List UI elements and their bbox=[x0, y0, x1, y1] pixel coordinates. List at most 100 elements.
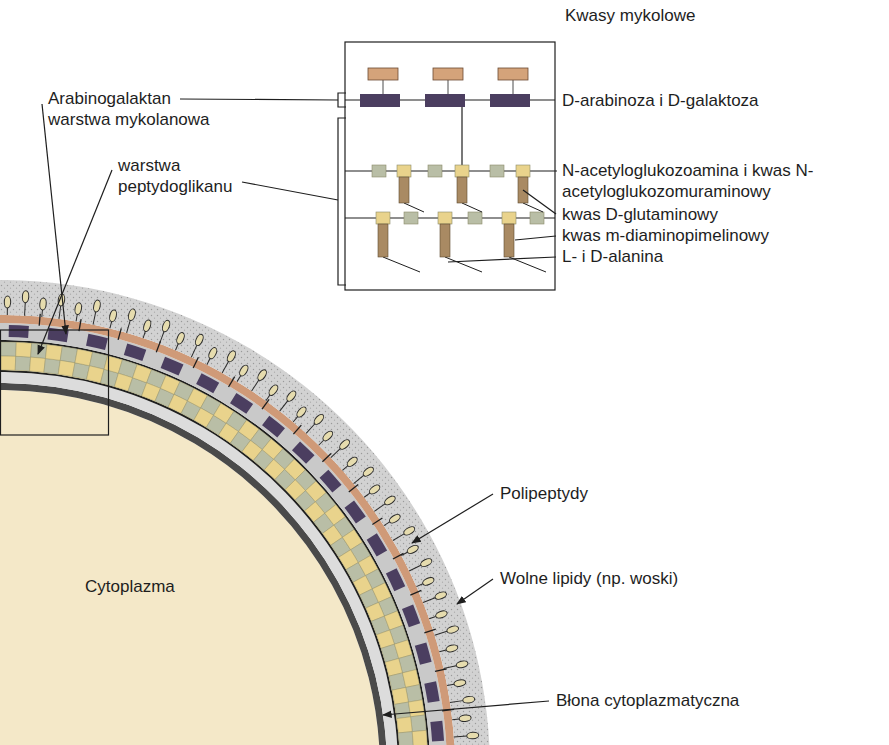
lipid-molecule bbox=[234, 364, 249, 384]
lipid-molecule bbox=[391, 525, 416, 543]
lipid-band bbox=[0, 280, 490, 745]
label: warstwa peptydoglikanu bbox=[118, 155, 253, 197]
lipid-molecule bbox=[352, 465, 375, 486]
lipid-molecule bbox=[446, 679, 466, 689]
arabinogalactan-unit bbox=[9, 325, 29, 338]
lipid-molecule bbox=[439, 644, 459, 655]
lipid-molecule bbox=[434, 625, 460, 639]
glycan-unit bbox=[392, 687, 408, 704]
arabinogalactan-unit bbox=[424, 681, 439, 703]
mycolic-tick bbox=[79, 319, 81, 331]
label: Arabinogalaktan warstwa mykolanowa bbox=[48, 88, 223, 130]
glycan-unit bbox=[44, 359, 60, 375]
lipid-molecule bbox=[291, 405, 308, 424]
mycolic-tick bbox=[424, 629, 435, 633]
lipid-molecule bbox=[362, 483, 381, 500]
arabinogalactan-unit bbox=[86, 334, 108, 350]
lipid-molecule bbox=[249, 368, 268, 392]
label: kwas m-diaminopimelinowy bbox=[562, 225, 769, 246]
mycolic-tick bbox=[410, 590, 421, 595]
label: Wolne lipidy (np. woski) bbox=[500, 568, 678, 589]
lipid-molecule bbox=[21, 291, 29, 316]
lipid-molecule bbox=[408, 557, 433, 574]
peptide-units bbox=[378, 177, 528, 257]
lipid-molecule bbox=[73, 302, 82, 322]
label: L- i D-alanina bbox=[562, 246, 663, 267]
glycan-unit bbox=[1, 356, 16, 370]
glycan-unit bbox=[45, 345, 62, 361]
glycan-unit bbox=[398, 732, 413, 745]
arabinogalactan-unit bbox=[230, 393, 253, 414]
glycan-unit bbox=[406, 685, 423, 702]
lipid-molecule bbox=[124, 308, 137, 334]
lipid-molecule bbox=[107, 309, 118, 329]
arabinogalactan-unit bbox=[161, 357, 184, 376]
glycan-unit bbox=[58, 360, 75, 376]
inset-frame bbox=[345, 42, 555, 290]
arabinogalactan-unit bbox=[415, 642, 432, 664]
lipid-molecule bbox=[443, 660, 469, 672]
label: Polipeptydy bbox=[500, 483, 588, 504]
bracket bbox=[338, 93, 346, 107]
lipid-molecule bbox=[329, 438, 352, 460]
lipid-molecule bbox=[340, 455, 359, 472]
glycan-unit bbox=[30, 357, 46, 372]
mycolic-tick bbox=[393, 553, 404, 559]
lipid-molecule bbox=[4, 296, 11, 315]
glycan-unit bbox=[60, 347, 77, 363]
glycan-unit bbox=[15, 356, 30, 371]
mycolic-tick bbox=[262, 399, 269, 409]
label: Błona cytoplazmatyczna bbox=[556, 690, 739, 711]
leader-lines bbox=[38, 99, 557, 715]
mycolic-tick bbox=[372, 518, 382, 525]
arabinogalactan-units bbox=[360, 94, 530, 107]
peptidoglycan-chains bbox=[345, 171, 555, 218]
lipid-molecule bbox=[156, 319, 171, 345]
lipid-molecule bbox=[90, 299, 101, 325]
arabinogalactan-unit bbox=[367, 533, 387, 556]
label: Kwasy mykolowe bbox=[565, 5, 695, 26]
cell-wall-ring bbox=[0, 280, 490, 745]
label: D-arabinoza i D-galaktoza bbox=[562, 90, 759, 111]
label: kwas D-glutaminowy bbox=[562, 204, 718, 225]
mycolic-tick bbox=[118, 328, 121, 340]
mycolic-tick bbox=[229, 377, 235, 387]
glycan-unit bbox=[411, 715, 427, 732]
glycan-unit bbox=[408, 700, 424, 717]
mycolic-tick bbox=[322, 454, 331, 462]
lipid-molecule bbox=[140, 319, 152, 339]
glycan-unit bbox=[395, 702, 411, 719]
glycan-unit bbox=[1, 342, 16, 356]
arabinogalactan-unit bbox=[262, 416, 285, 438]
mycolic-tick bbox=[39, 314, 40, 326]
arabinogalactan-unit bbox=[124, 344, 146, 361]
glycan-unit bbox=[402, 670, 419, 688]
lipid-molecule bbox=[428, 609, 448, 621]
linker-line bbox=[461, 107, 462, 165]
lipid-molecule bbox=[449, 696, 475, 706]
lipid-molecule bbox=[422, 590, 448, 605]
bracket bbox=[338, 118, 346, 285]
lipid-molecule bbox=[173, 331, 186, 351]
arabinogalactan-unit bbox=[344, 500, 365, 523]
lipid-molecule bbox=[277, 389, 297, 413]
lipid-molecule bbox=[204, 346, 218, 366]
label: N-acetyloglukozoamina i kwas N-acetylogl… bbox=[562, 160, 882, 202]
lipid-molecule bbox=[415, 576, 435, 590]
lipid-molecule bbox=[382, 513, 401, 529]
lipid-molecule bbox=[316, 429, 334, 447]
mycolic-tick bbox=[435, 669, 447, 672]
lipid-molecule bbox=[452, 714, 472, 722]
lipid-molecule bbox=[39, 298, 47, 318]
lipid-molecule bbox=[304, 413, 326, 436]
glycan-units bbox=[372, 165, 544, 224]
mycolic-tick bbox=[293, 425, 301, 434]
glycan-unit bbox=[412, 730, 427, 745]
arabinogalactan-unit bbox=[386, 568, 405, 591]
glycan-unit bbox=[397, 717, 413, 733]
mycolic-acid-units bbox=[368, 68, 528, 94]
zoom-frame bbox=[1, 330, 109, 435]
mycolic-tick bbox=[349, 485, 358, 492]
label: Cytoplazma bbox=[85, 576, 175, 597]
